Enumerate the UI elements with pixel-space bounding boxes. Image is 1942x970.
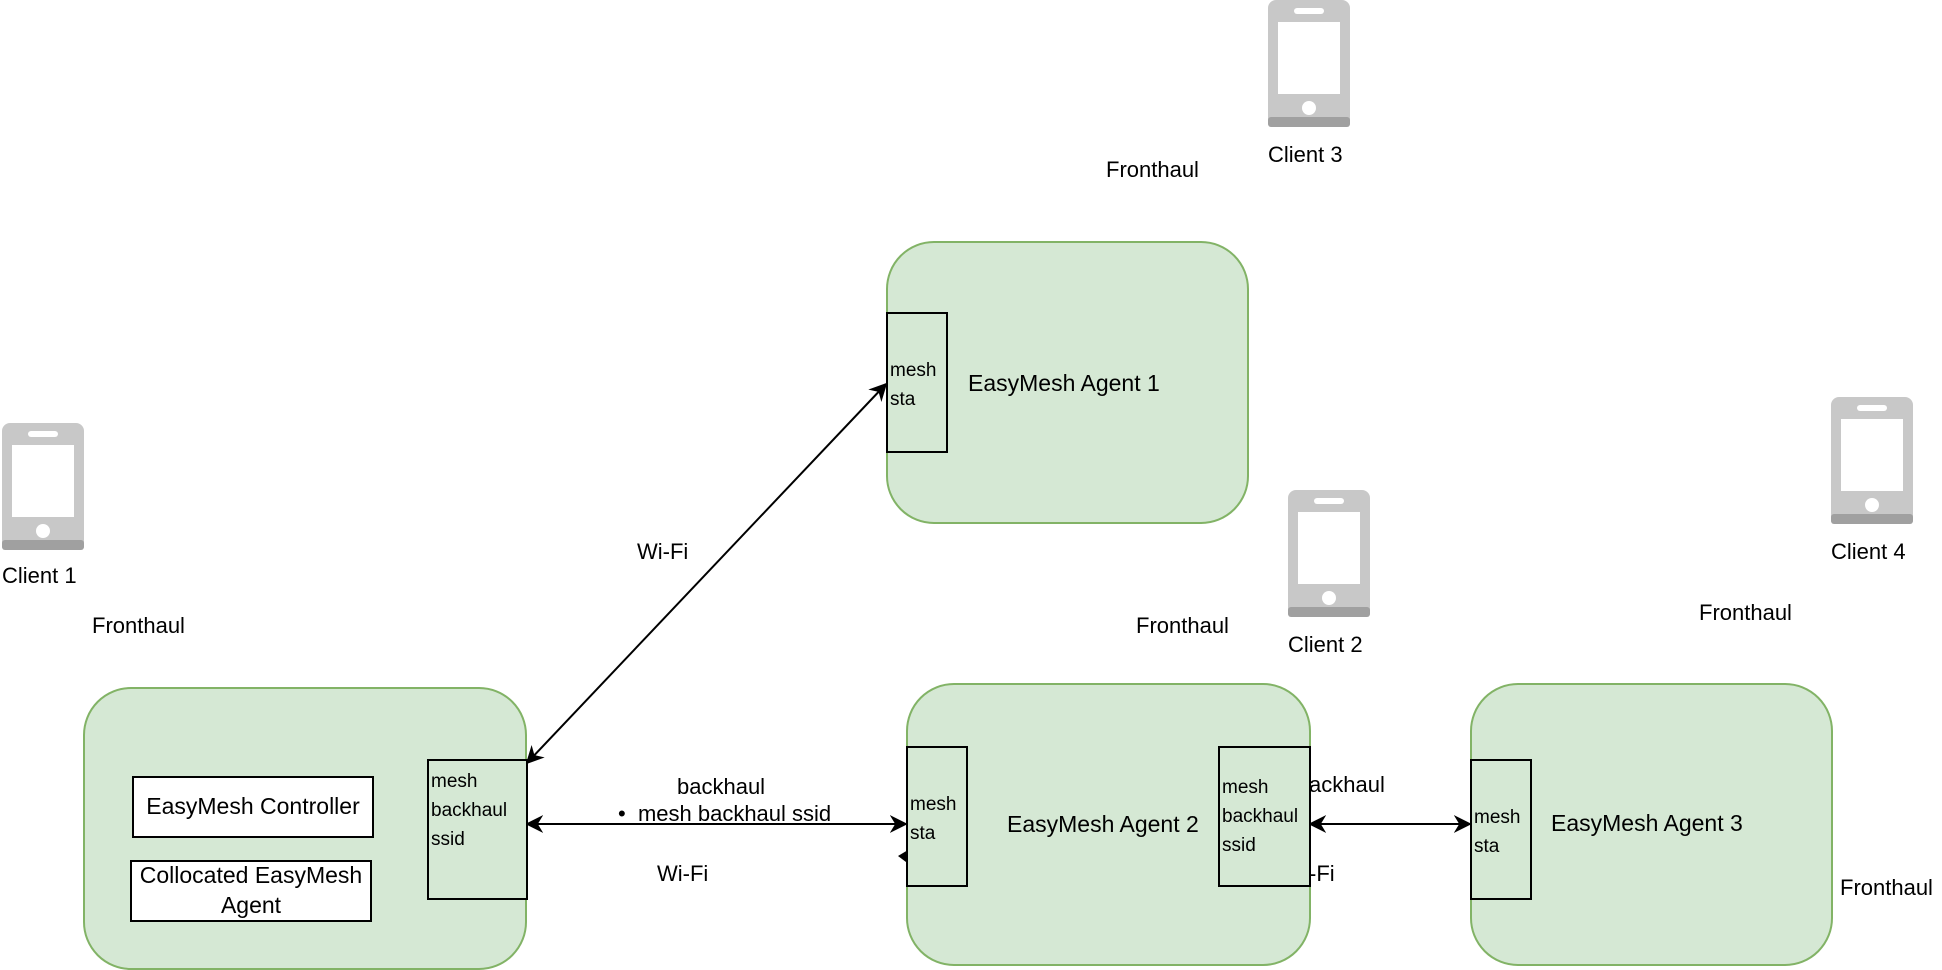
agent2-sta-port[interactable]: mesh sta bbox=[906, 746, 968, 887]
port-text: sta bbox=[890, 389, 916, 410]
fronthaul-label: Fronthaul bbox=[1699, 600, 1792, 625]
agent1-node[interactable]: mesh sta EasyMesh Agent 1 bbox=[886, 241, 1249, 524]
collocated-agent-label: Collocated EasyMesh Agent bbox=[139, 862, 363, 918]
client2-phone-icon[interactable] bbox=[1288, 490, 1370, 617]
fronthaul-label: Fronthaul bbox=[1840, 875, 1933, 900]
fronthaul-label: Fronthaul bbox=[1136, 613, 1229, 638]
mesh-backhaul-ssid-text: mesh backhaul ssid bbox=[637, 801, 832, 826]
client3-label: Client 3 bbox=[1268, 142, 1343, 167]
agent2-backhaul-port[interactable]: mesh backhaul ssid bbox=[1218, 746, 1311, 887]
wifi-label-agent2: Wi-Fi bbox=[657, 861, 709, 886]
port-text: mesh bbox=[1222, 777, 1269, 798]
client4-phone-icon[interactable] bbox=[1831, 397, 1913, 524]
port-text: mesh bbox=[910, 794, 957, 815]
port-text: backhaul bbox=[431, 800, 508, 821]
controller-node[interactable]: EasyMesh Controller Collocated EasyMesh … bbox=[83, 687, 528, 970]
easymesh-controller-label: EasyMesh Controller bbox=[146, 793, 360, 820]
agent3-label: EasyMesh Agent 3 bbox=[1551, 810, 1743, 836]
agent2-label: EasyMesh Agent 2 bbox=[1007, 811, 1199, 837]
small-arrowhead bbox=[898, 850, 908, 862]
port-text: sta bbox=[910, 823, 936, 844]
controller-backhaul-port[interactable]: mesh backhaul ssid bbox=[427, 759, 528, 900]
port-text: backhaul bbox=[1222, 806, 1299, 827]
port-text: ssid bbox=[1222, 835, 1256, 856]
port-text: sta bbox=[1474, 836, 1500, 857]
port-text: mesh bbox=[890, 360, 937, 381]
wifi-label-agent1: Wi-Fi bbox=[637, 539, 689, 564]
fronthaul-label: Fronthaul bbox=[92, 613, 185, 638]
collocated-agent-box[interactable]: Collocated EasyMesh Agent bbox=[130, 860, 372, 922]
link-controller-agent1 bbox=[525, 382, 888, 765]
mesh-backhaul-ssid-label: • mesh backhaul ssid bbox=[618, 801, 832, 826]
agent3-node[interactable]: mesh sta EasyMesh Agent 3 bbox=[1470, 683, 1833, 966]
wifi-label-agent3: -Fi bbox=[1309, 861, 1335, 886]
port-text: mesh bbox=[1474, 807, 1521, 828]
client3-phone-icon[interactable] bbox=[1268, 0, 1350, 127]
easymesh-controller-box[interactable]: EasyMesh Controller bbox=[132, 776, 374, 838]
agent2-node[interactable]: mesh sta EasyMesh Agent 2 mesh backhaul … bbox=[906, 683, 1311, 966]
port-text: ssid bbox=[431, 829, 465, 850]
client1-label: Client 1 bbox=[2, 563, 77, 588]
client2-label: Client 2 bbox=[1288, 632, 1363, 657]
client1-phone-icon[interactable] bbox=[2, 423, 84, 550]
agent3-sta-port[interactable]: mesh sta bbox=[1470, 759, 1532, 900]
fronthaul-label: Fronthaul bbox=[1106, 157, 1199, 182]
client4-label: Client 4 bbox=[1831, 539, 1906, 564]
agent1-label: EasyMesh Agent 1 bbox=[968, 370, 1160, 396]
backhaul-label-agent3: ackhaul bbox=[1309, 772, 1385, 797]
backhaul-label: backhaul bbox=[677, 774, 766, 799]
agent1-sta-port[interactable]: mesh sta bbox=[886, 312, 948, 453]
port-text: mesh bbox=[431, 771, 478, 792]
bullet-icon: • bbox=[618, 801, 638, 826]
